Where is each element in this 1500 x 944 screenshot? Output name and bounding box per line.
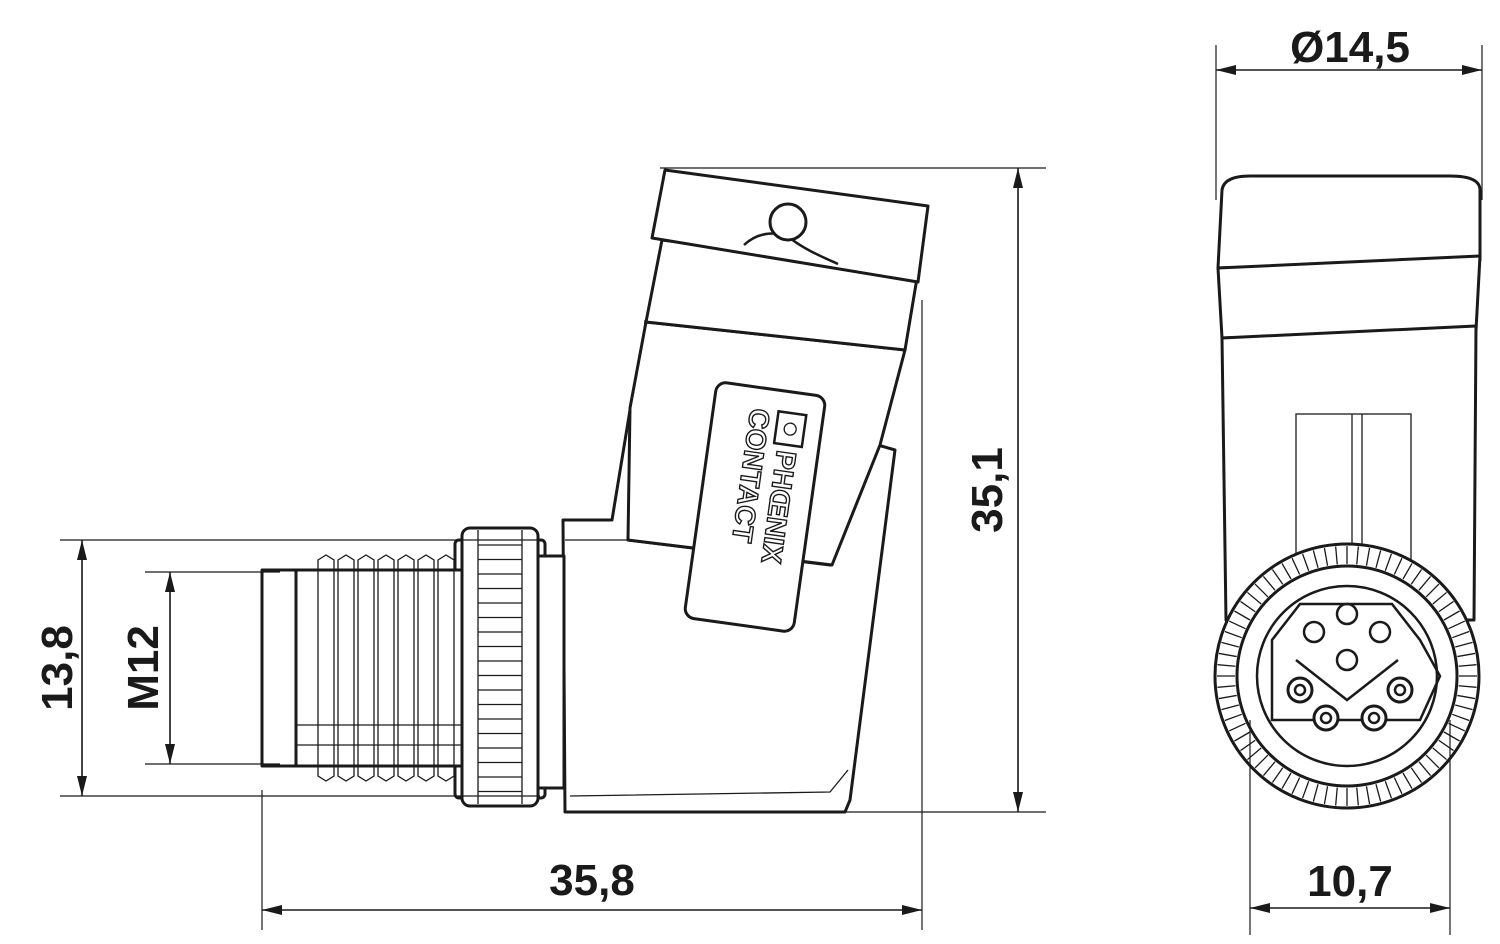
dim-nut-diameter: 13,8: [33, 625, 82, 711]
thread-ridge: [317, 554, 335, 782]
dim-total-length: 35,8: [549, 856, 635, 905]
dimension-lines: [60, 45, 1483, 935]
angled-housing: PHŒNIX CONTACT: [561, 168, 930, 814]
thread-ridge: [417, 554, 435, 782]
thread-ridge: [337, 554, 355, 782]
thread-ridge: [377, 554, 395, 782]
dim-thread: M12: [119, 625, 168, 711]
logo: PHŒNIX CONTACT: [725, 406, 808, 566]
thread-ridge: [437, 554, 455, 782]
front-face: [260, 568, 298, 768]
front-view: [1213, 174, 1482, 810]
dimension-labels: 35,8 35,1 13,8 M12 Ø14,5 10,7: [33, 23, 1410, 906]
dim-face-width: 10,7: [1307, 857, 1393, 906]
dim-total-height: 35,1: [963, 447, 1012, 533]
threaded-shank: [292, 554, 464, 782]
pin-contacts: [1286, 602, 1414, 732]
thread-ridge: [397, 554, 415, 782]
side-view: PHŒNIX CONTACT: [260, 168, 930, 814]
coupling-nut: [453, 526, 566, 808]
thread-ridge: [357, 554, 375, 782]
dim-cap-diameter: Ø14,5: [1290, 23, 1410, 72]
